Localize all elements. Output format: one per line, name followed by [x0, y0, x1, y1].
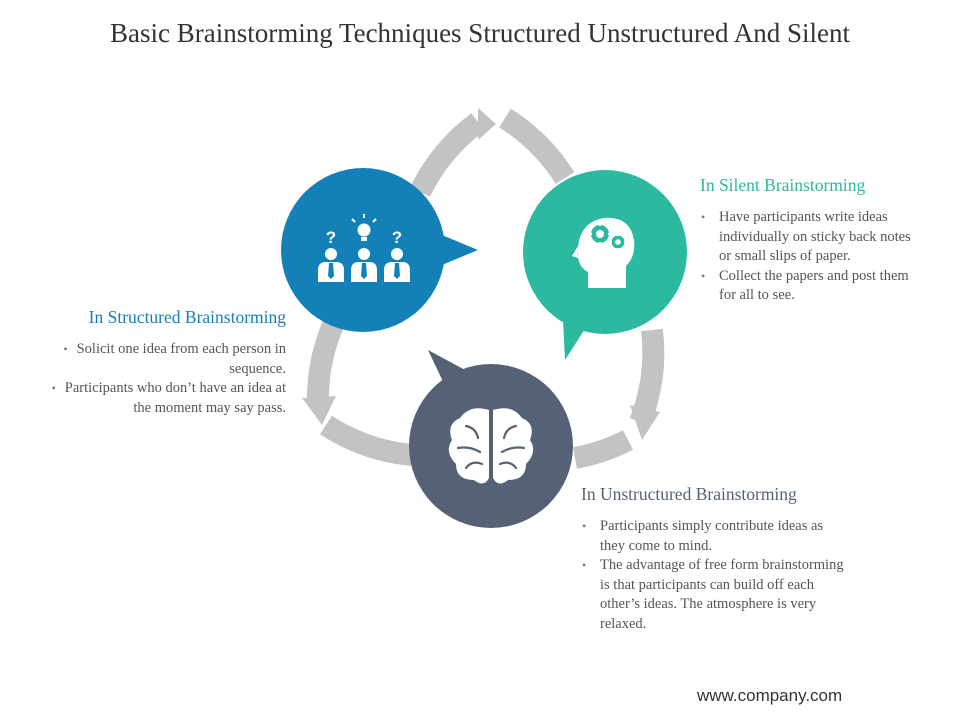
svg-text:?: ? — [392, 228, 402, 247]
svg-text:?: ? — [326, 228, 336, 247]
arrowhead-right — [630, 405, 660, 440]
arrow-top-right — [498, 108, 575, 185]
footer-url: www.company.com — [697, 686, 843, 705]
page-title: Basic Brainstorming Techniques Structure… — [110, 18, 850, 48]
structured-heading: In Structured Brainstorming — [88, 307, 286, 327]
unstructured-bullet-2: The advantage of free form brainstorming… — [581, 556, 851, 634]
arrow-bottom-right — [572, 430, 634, 469]
silent-bullets: Have participants write ideas individual… — [700, 208, 925, 306]
structured-bullets: Solicit one idea from each person in seq… — [40, 340, 286, 418]
structured-section: In Structured Brainstorming Solicit one … — [40, 307, 286, 418]
silent-heading: In Silent Brainstorming — [700, 175, 866, 195]
arrow-top-left — [410, 113, 485, 198]
gear-teeth — [588, 222, 627, 251]
structured-bullet-2: Participants who don’t have an idea at t… — [40, 379, 286, 418]
ties — [328, 263, 400, 279]
unstructured-heading: In Unstructured Brainstorming — [581, 484, 797, 504]
unstructured-circle — [409, 364, 573, 528]
people-with-idea-icon: ? ? — [318, 214, 410, 282]
silent-bullet-2: Collect the papers and post them for all… — [700, 267, 925, 306]
silent-bullet-1: Have participants write ideas individual… — [700, 208, 925, 267]
brain-icon — [448, 408, 534, 484]
silent-section: In Silent Brainstorming Have participant… — [700, 175, 925, 306]
arrowhead-left — [302, 396, 336, 425]
arrow-bottom-left — [319, 415, 414, 466]
cycle-arrows — [306, 108, 665, 469]
arrow-left — [306, 320, 344, 406]
arrowhead-top — [478, 108, 496, 140]
unstructured-section: In Unstructured Brainstorming Participan… — [581, 484, 851, 634]
head-with-gears-icon — [572, 217, 635, 288]
structured-bullet-1: Solicit one idea from each person in seq… — [40, 340, 286, 379]
unstructured-bullet-1: Participants simply contribute ideas as … — [581, 517, 851, 556]
cycle-arrowheads — [302, 108, 660, 440]
unstructured-bullets: Participants simply contribute ideas as … — [581, 517, 851, 634]
brain-folds — [456, 424, 526, 470]
